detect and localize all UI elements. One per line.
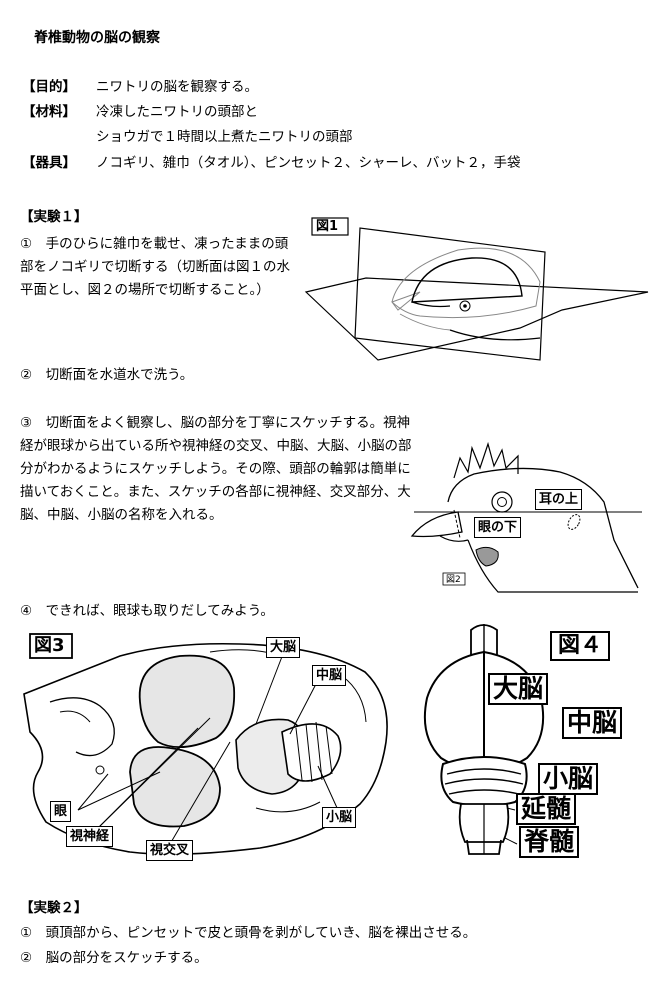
figure-2-label: 図2: [446, 574, 461, 585]
figure-3-eye-label: 眼: [50, 801, 72, 822]
exp2-step2: ② 脳の部分をスケッチする。: [20, 950, 208, 966]
figure-2-eye-label: 眼の下: [474, 517, 522, 538]
figure-3-brain-section-sketch: [23, 633, 388, 856]
figure-3-cerebrum-label: 大脳: [266, 637, 301, 658]
exp2-heading: 【実験２】: [20, 900, 88, 916]
materials-text-2: ショウガで１時間以上煮たニワトリの頭部: [96, 129, 353, 145]
figure-4-spinal-label: 脊髄: [519, 826, 580, 858]
materials-label: 【材料】: [22, 104, 76, 120]
tools-label: 【器具】: [22, 155, 76, 171]
purpose-label: 【目的】: [22, 79, 76, 95]
figure-4-cerebrum-label: 大脳: [488, 673, 549, 705]
figure-3-chiasm-label: 視交叉: [146, 840, 194, 861]
figure-3-optic-nerve-label: 視神経: [66, 826, 114, 847]
figure-2-chicken-head: 図2: [410, 441, 642, 593]
figure-2-ear-label: 耳の上: [535, 489, 583, 510]
figure-4-cerebellum-label: 小脳: [538, 763, 599, 795]
purpose-text: ニワトリの脳を観察する。: [96, 79, 258, 95]
exp2-step1: ① 頭頂部から、ピンセットで皮と頭骨を剥がしていき、脳を裸出させる。: [20, 925, 477, 941]
exp1-heading: 【実験１】: [20, 209, 88, 225]
exp1-step3: ③ 切断面をよく観察し、脳の部分を丁寧にスケッチする。視神経が眼球から出ている所…: [20, 415, 412, 523]
exp1-step1: ① 手のひらに雑巾を載せ、凍ったままの頭部をノコギリで切断する（切断面は図１の水…: [20, 236, 290, 298]
figure-4-label: 図４: [550, 631, 611, 661]
figure-4-medulla-label: 延髄: [516, 793, 577, 825]
figure-1-cutting-plane: [304, 217, 649, 361]
figure-3-cerebellum-label: 小脳: [322, 807, 357, 828]
materials-text-1: 冷凍したニワトリの頭部と: [96, 104, 258, 120]
figure-4-midbrain-label: 中脳: [562, 707, 623, 739]
figure-4-brain-dorsal-view: [423, 624, 545, 855]
figure-1-label: 図1: [316, 219, 339, 234]
tools-text: ノコギリ、雑巾（タオル）、ピンセット２、シャーレ、バット２，手袋: [96, 155, 521, 171]
figure-3-label: 図3: [34, 635, 65, 656]
page-title: 脊椎動物の脳の観察: [34, 30, 160, 46]
exp1-step4: ④ できれば、眼球も取りだしてみよう。: [20, 603, 274, 619]
exp1-step2: ② 切断面を水道水で洗う。: [20, 367, 194, 383]
figure-3-midbrain-label: 中脳: [312, 665, 347, 686]
